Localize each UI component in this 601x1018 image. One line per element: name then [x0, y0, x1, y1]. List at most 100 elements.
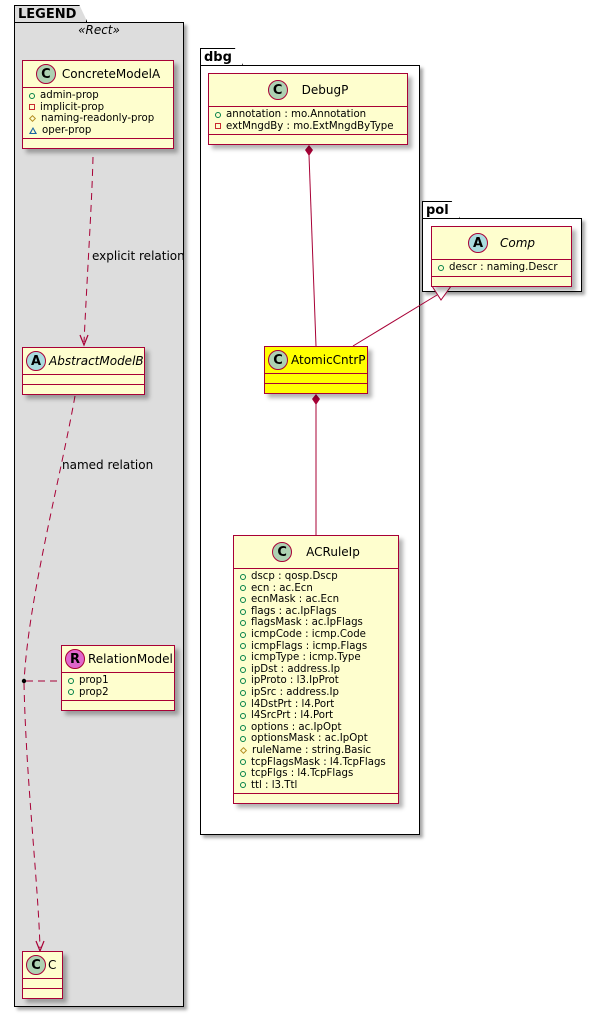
public-visibility-icon — [240, 666, 246, 673]
class-header: A AbstractModelB — [23, 348, 144, 375]
class-spot-icon: C — [35, 64, 56, 84]
class-name: Comp — [499, 236, 536, 250]
class-c[interactable]: C C — [22, 951, 63, 999]
class-abstract-model-b[interactable]: A AbstractModelB — [22, 347, 145, 395]
attribute-text: icmpCode : icmp.Code — [251, 628, 366, 640]
class-name: DebugP — [301, 83, 349, 97]
legend-package — [14, 22, 184, 1007]
attribute-text: implicit-prop — [40, 101, 105, 113]
attribute-text: oper-prop — [42, 124, 92, 136]
attribute-list: prop1 prop2 — [62, 673, 174, 702]
class-name: C — [48, 958, 57, 972]
method-compartment — [209, 135, 407, 144]
class-concrete-model-a[interactable]: C ConcreteModelA admin-prop implicit-pro… — [22, 60, 174, 150]
attribute-text: tcpFlagsMask : l4.TcpFlags — [251, 756, 386, 768]
attribute-item: l4DstPrt : l4.Port — [240, 699, 398, 711]
attribute-item: flagsMask : ac.IpFlags — [240, 617, 398, 629]
method-compartment — [265, 384, 367, 393]
attribute-item: tcpFlagsMask : l4.TcpFlags — [240, 757, 398, 769]
class-relation-model[interactable]: R RelationModel prop1 prop2 — [61, 645, 175, 712]
attribute-item: descr : naming.Descr — [438, 262, 571, 274]
public-visibility-icon — [240, 712, 246, 719]
explicit-relation-label: explicit relation — [92, 249, 185, 263]
named-relation-label: named relation — [62, 458, 154, 472]
attribute-text: options : ac.IpOpt — [251, 721, 342, 733]
attribute-item: icmpCode : icmp.Code — [240, 629, 398, 641]
attribute-text: dscp : qosp.Dscp — [251, 571, 338, 582]
method-compartment — [234, 794, 398, 803]
attribute-item: admin-prop — [29, 90, 173, 102]
method-compartment — [23, 139, 173, 148]
generalization-link — [352, 294, 438, 347]
attribute-text: prop1 — [79, 675, 109, 686]
pol-package-tab: pol — [422, 201, 460, 218]
public-visibility-icon — [240, 585, 246, 592]
attribute-item: ipProto : l3.IpProt — [240, 675, 398, 687]
attribute-item: options : ac.IpOpt — [240, 722, 398, 734]
attribute-item: ipDst : address.Ip — [240, 664, 398, 676]
public-visibility-icon — [240, 643, 246, 650]
attribute-item: optionsMask : ac.IpOpt — [240, 733, 398, 745]
attribute-text: l4DstPrt : l4.Port — [251, 698, 335, 710]
public-visibility-icon — [240, 782, 246, 789]
public-visibility-icon — [240, 573, 246, 580]
attribute-text: ipSrc : address.Ip — [251, 686, 339, 698]
attribute-item: extMngdBy : mo.ExtMngdByType — [215, 121, 407, 133]
attribute-item: naming-readonly-prop — [28, 113, 173, 125]
attribute-text: l4SrcPrt : l4.Port — [251, 710, 334, 722]
attribute-item: tcpFlgs : l4.TcpFlags — [240, 768, 398, 780]
attribute-item: ruleName : string.Basic — [239, 744, 398, 757]
class-comp[interactable]: A Comp descr : naming.Descr — [431, 226, 572, 287]
class-atomic-cntr-p[interactable]: C AtomicCntrP — [264, 346, 368, 394]
protected-visibility-icon — [239, 747, 248, 755]
named-relation-link — [23, 395, 76, 684]
attribute-text: ttl : l3.Ttl — [251, 779, 298, 791]
attribute-item: prop2 — [68, 687, 174, 699]
attribute-item: ipSrc : address.Ip — [240, 687, 398, 699]
attribute-text: ecnMask : ac.Ecn — [251, 594, 340, 606]
public-visibility-icon — [240, 631, 246, 638]
attribute-text: flags : ac.IpFlags — [251, 605, 337, 617]
class-spot-icon: C — [267, 80, 288, 100]
class-header: R RelationModel — [62, 646, 174, 673]
public-visibility-icon — [240, 678, 246, 685]
class-header: C ACRuleIp — [234, 536, 398, 569]
method-compartment — [62, 701, 174, 710]
public-visibility-icon — [29, 92, 35, 99]
attribute-text: ecn : ac.Ecn — [251, 582, 313, 594]
public-visibility-icon — [68, 677, 74, 684]
private-visibility-icon — [215, 123, 221, 130]
attribute-item: dscp : qosp.Dscp — [240, 571, 398, 583]
public-visibility-icon — [240, 736, 246, 743]
legend-stereotype: «Rect» — [78, 23, 120, 37]
public-visibility-icon — [240, 689, 246, 696]
attribute-item: annotation : mo.Annotation — [215, 109, 407, 121]
method-compartment — [23, 385, 144, 394]
attribute-text: naming-readonly-prop — [41, 113, 155, 125]
class-name: ConcreteModelA — [61, 67, 161, 81]
attribute-text: optionsMask : ac.IpOpt — [251, 733, 368, 745]
composition-diamond-atomic — [312, 394, 320, 405]
attribute-item: ecnMask : ac.Ecn — [240, 594, 398, 606]
attribute-list: admin-prop implicit-prop naming-readonly… — [23, 88, 173, 140]
composition-debugp-atomic-link — [308, 154, 317, 347]
attribute-text: ruleName : string.Basic — [252, 744, 372, 756]
association-dot — [21, 678, 27, 684]
public-visibility-icon — [438, 264, 444, 271]
class-name: AbstractModelB — [49, 354, 144, 368]
attribute-text: flagsMask : ac.IpFlags — [251, 617, 363, 629]
public-visibility-icon — [240, 596, 246, 603]
attribute-text: descr : naming.Descr — [449, 262, 558, 273]
abstract-spot-icon: A — [26, 351, 46, 371]
public-visibility-icon — [240, 770, 246, 777]
public-visibility-icon — [240, 724, 246, 731]
explicit-relation-link — [83, 156, 94, 343]
class-spot-icon: C — [272, 542, 293, 562]
named-relation-link-lower — [23, 682, 41, 949]
class-debugp[interactable]: C DebugP annotation : mo.Annotation extM… — [208, 73, 408, 146]
attribute-item: flags : ac.IpFlags — [240, 606, 398, 618]
attribute-text: extMngdBy : mo.ExtMngdByType — [226, 120, 394, 132]
attribute-compartment — [23, 979, 62, 989]
